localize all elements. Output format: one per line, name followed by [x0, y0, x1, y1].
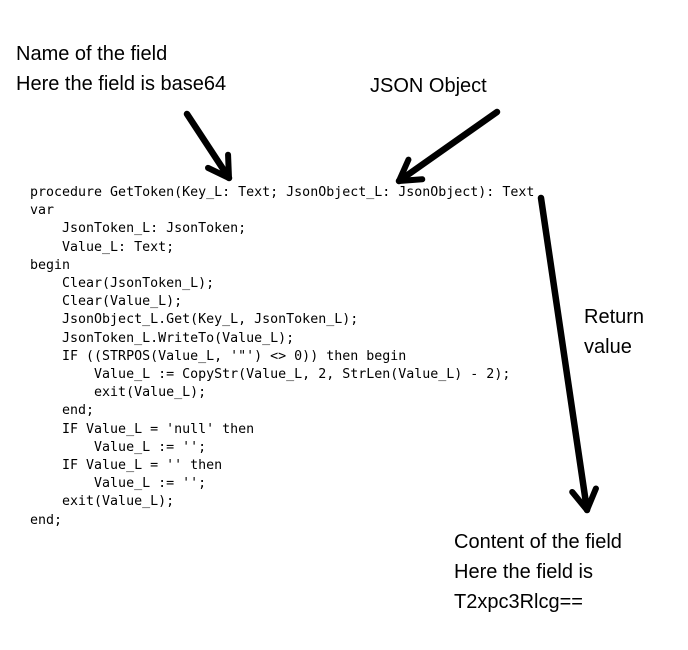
- code-line: JsonToken_L: JsonToken;: [30, 221, 247, 237]
- annotation-text-line: Here the field is base64: [16, 73, 227, 95]
- annotation-json-object: JSON Object: [370, 71, 487, 101]
- code-line: var: [30, 203, 55, 219]
- code-line: Clear(Value_L);: [30, 294, 183, 310]
- annotation-text-line: Content of the field: [454, 531, 622, 553]
- arrow-return-text-to-field-content: [537, 194, 599, 514]
- code-line: IF Value_L = 'null' then: [30, 421, 255, 437]
- code-line: exit(Value_L);: [30, 385, 207, 401]
- arrow-json-object-to-jsonobject-param: [395, 108, 501, 185]
- code-line: Value_L := '';: [30, 476, 207, 492]
- arrow-name-field-to-key-param: [183, 110, 233, 182]
- code-line: JsonToken_L.WriteTo(Value_L);: [30, 330, 295, 346]
- code-line: Value_L: Text;: [30, 239, 175, 255]
- annotation-text-line: Return: [584, 306, 645, 328]
- annotation-text-line: value: [584, 336, 632, 358]
- annotation-text-line: JSON Object: [370, 75, 487, 97]
- code-line: begin: [30, 257, 71, 273]
- code-line: exit(Value_L);: [30, 494, 175, 510]
- annotation-text-line: Here the field is: [454, 561, 593, 583]
- code-block: procedure GetToken(Key_L: Text; JsonObje…: [30, 184, 534, 530]
- code-line: end;: [30, 403, 95, 419]
- code-line: end;: [30, 512, 63, 528]
- code-line: Value_L := '';: [30, 439, 207, 455]
- code-line: Clear(JsonToken_L);: [30, 276, 215, 292]
- code-line: Value_L := CopyStr(Value_L, 2, StrLen(Va…: [30, 367, 511, 383]
- annotation-text-line: T2xpc3Rlcg==: [454, 591, 583, 613]
- code-line: IF ((STRPOS(Value_L, '"') <> 0)) then be…: [30, 348, 407, 364]
- annotation-text-line: Name of the field: [16, 43, 168, 65]
- code-line: procedure GetToken(Key_L: Text; JsonObje…: [30, 185, 535, 200]
- annotation-return-value: Return value: [584, 302, 644, 362]
- code-line: JsonObject_L.Get(Key_L, JsonToken_L);: [30, 312, 359, 328]
- code-line: IF Value_L = '' then: [30, 458, 223, 474]
